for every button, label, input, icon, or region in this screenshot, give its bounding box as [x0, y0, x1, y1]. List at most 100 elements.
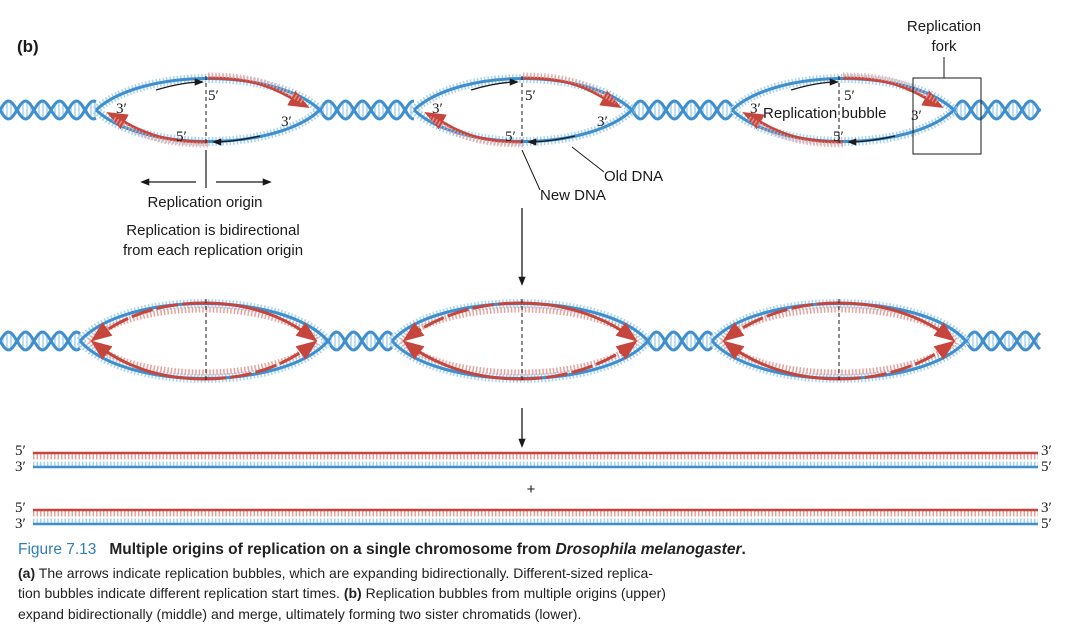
- middle-bubble-1-okazaki-right-top: [203, 301, 318, 342]
- bubble3-bottom-5prime: 5′: [833, 129, 844, 145]
- new-dna-pointer: [521, 149, 541, 191]
- chromatid2-right-5prime: 5′: [1041, 516, 1052, 532]
- replication-bubbles: [76, 72, 970, 383]
- middle-helix-mid-2-strand-a: [646, 330, 714, 352]
- upper-bubble-2-bottom-new-strand: [424, 112, 524, 144]
- middle-bubble-2-okazaki-left-top: [402, 301, 521, 342]
- bubble3-left-3prime: 3′: [750, 101, 761, 117]
- figure-caption: Figure 7.13 Multiple origins of replicat…: [18, 540, 1058, 624]
- middle-helix-left: [0, 330, 81, 352]
- upper-bubble-3-top-direction-arrow: [790, 78, 839, 91]
- old-dna-label: Old DNA: [604, 168, 663, 185]
- replication-bubble-label: Replication bubble: [763, 105, 886, 122]
- upper-helix-mid-2: [630, 99, 734, 121]
- upper-bubble-3-bottom-direction-arrow: [847, 135, 896, 146]
- middle-bubble-3-okazaki-right-bottom: [838, 340, 956, 381]
- chromatid1-left-3prime: 3′: [15, 459, 26, 475]
- middle-helix-mid-1-strand-b: [326, 330, 394, 352]
- replication-fork-label-line1: Replication: [907, 18, 981, 35]
- caption-part-b-text-2: expand bidirectionally (middle) and merg…: [18, 605, 582, 622]
- upper-helix-right-strand-b: [952, 99, 1042, 121]
- sister-chromatid-1: [33, 451, 1038, 469]
- bubble3-right-3prime: 3′: [911, 108, 922, 124]
- old-dna-pointer: [571, 146, 605, 173]
- middle-helix-left-strand-b: [0, 330, 81, 352]
- middle-helix-mid-1-strand-a: [326, 330, 394, 352]
- upper-bubble-1-bottom-new-rungs: [110, 115, 209, 148]
- upper-helix-right-strand-a: [952, 99, 1042, 121]
- sister-chromatid-2: [33, 508, 1038, 526]
- bubble1-top-5prime: 5′: [208, 88, 219, 104]
- figure-title-prefix: Multiple origins of replication on a sin…: [109, 541, 552, 558]
- middle-helix-right: [964, 330, 1042, 352]
- bubble2-left-3prime: 3′: [432, 101, 443, 117]
- middle-bubble-3-okazaki-left-top: [722, 301, 840, 342]
- upper-bubble-1-bottom-direction-arrow: [212, 135, 261, 146]
- middle-bubble-1-okazaki-left-bottom: [90, 340, 205, 381]
- upper-bubble-2-top-new-strand: [522, 76, 622, 108]
- chromatid2-left-3prime: 3′: [15, 516, 26, 532]
- chromatid2-right-3prime: 3′: [1041, 500, 1052, 516]
- bubble1-right-3prime: 3′: [281, 114, 292, 130]
- middle-helix-left-strand-a: [0, 330, 81, 352]
- upper-bubble-2-top-direction-arrow: [470, 78, 519, 91]
- figure-number: Figure 7.13: [18, 541, 97, 558]
- upper-bubble-1-top-new-rungs: [207, 72, 306, 105]
- upper-bubble-3-bottom-new-rungs: [746, 115, 844, 148]
- upper-helix-mid-2-strand-b: [630, 99, 734, 121]
- middle-bubble-1-okazaki-right-bottom: [203, 340, 318, 381]
- caption-line-1: (a) The arrows indicate replication bubb…: [18, 563, 1058, 584]
- caption-part-b-text: Replication bubbles from multiple origin…: [365, 585, 666, 601]
- upper-bubble-3: [728, 72, 958, 148]
- caption-part-b-marker: (b): [343, 585, 362, 601]
- upper-bubble-1-top-direction-arrow: [155, 78, 204, 91]
- bubble1-bottom-5prime: 5′: [176, 129, 187, 145]
- chromatid1-right-5prime: 5′: [1041, 459, 1052, 475]
- upper-bubble-3-top-new-rungs: [842, 72, 940, 105]
- upper-helix-left-strand-a: [0, 99, 97, 121]
- upper-helix-left-strand-b: [0, 99, 97, 121]
- upper-helix-left: [0, 99, 97, 121]
- caption-part-a-marker: (a): [18, 564, 36, 581]
- middle-bubble-1-okazaki-left-top: [90, 301, 205, 342]
- upper-helix-mid-1: [318, 99, 415, 121]
- panel-label: (b): [17, 37, 39, 56]
- middle-bubble-2-okazaki-right-bottom: [519, 340, 638, 381]
- chromatid2-left-5prime: 5′: [15, 500, 26, 516]
- middle-bubble-1: [76, 299, 332, 383]
- upper-bubble-2-bottom-direction-arrow: [527, 135, 576, 146]
- bubble2-top-5prime: 5′: [525, 88, 536, 104]
- upper-helix-right: [952, 99, 1042, 121]
- plus-sign: +: [527, 481, 536, 498]
- new-dna-label: New DNA: [540, 187, 606, 204]
- middle-bubble-2-okazaki-left-bottom: [402, 340, 521, 381]
- replication-fork-label-line2: fork: [931, 38, 957, 55]
- caption-part-a-text-2: tion bubbles indicate different replicat…: [18, 585, 340, 601]
- upper-helix-mid-1-strand-a: [318, 99, 415, 121]
- replication-origin-label: Replication origin: [147, 194, 262, 211]
- bidirectional-label-line1: Replication is bidirectional: [126, 222, 299, 239]
- middle-bubble-3-okazaki-right-top: [838, 301, 956, 342]
- figure-title-species: Drosophila melanogaster: [555, 541, 742, 558]
- middle-bubble-2-okazaki-right-top: [519, 301, 638, 342]
- middle-helix-mid-2-strand-b: [646, 330, 714, 352]
- figure-title-suffix: .: [741, 541, 746, 558]
- replication-fork-box: [912, 77, 982, 155]
- caption-line-2: tion bubbles indicate different replicat…: [18, 583, 1058, 604]
- middle-bubble-3: [708, 299, 970, 383]
- upper-bubble-2: [410, 72, 636, 148]
- upper-bubble-1: [92, 72, 324, 148]
- chromatid1-left-5prime: 5′: [15, 443, 26, 459]
- helix-segments: [0, 99, 1042, 352]
- bubble2-bottom-5prime: 5′: [505, 129, 516, 145]
- bubble3-top-5prime: 5′: [844, 88, 855, 104]
- upper-bubble-3-top-new-strand: [842, 76, 944, 108]
- chromatid1-right-3prime: 3′: [1041, 443, 1052, 459]
- upper-bubble-1-bottom-new-strand: [106, 112, 209, 144]
- middle-helix-mid-1: [326, 330, 394, 352]
- middle-helix-right-strand-b: [964, 330, 1042, 352]
- flow-arrows: [140, 57, 982, 448]
- bidirectional-label-line2: from each replication origin: [123, 242, 303, 259]
- upper-bubble-3-bottom-new-strand: [742, 112, 844, 144]
- bubble2-right-3prime: 3′: [597, 114, 608, 130]
